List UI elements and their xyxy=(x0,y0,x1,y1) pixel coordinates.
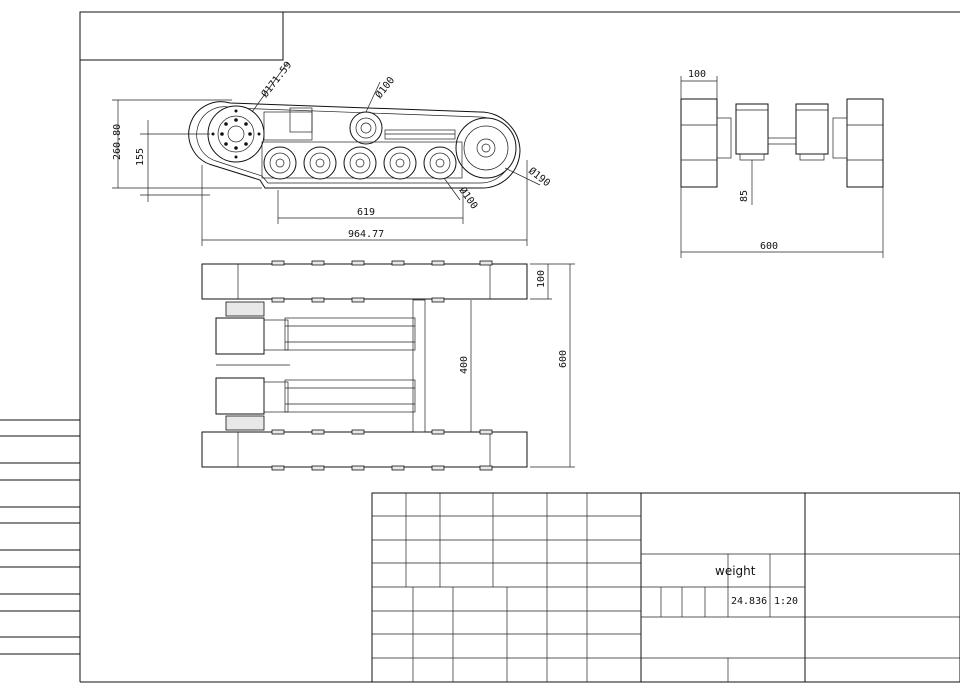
sprocket xyxy=(207,105,265,163)
sprocket-bolt-holes xyxy=(211,109,261,159)
track-plan-view xyxy=(201,260,575,471)
plan-roller-tabs xyxy=(271,260,493,471)
dim-height-total: 260.80 xyxy=(112,124,123,160)
weight-label: weight xyxy=(715,564,756,578)
dim-front-track-width: 100 xyxy=(688,69,706,80)
left-revision-table xyxy=(0,419,80,655)
dim-roller-diameter: Ø100 xyxy=(457,185,481,212)
dim-sprocket-diameter: Ø171.59 xyxy=(259,59,294,100)
weight-value: 24.836 xyxy=(731,596,767,607)
dim-ground-clearance: 85 xyxy=(739,190,750,202)
dim-carrier-diameter: Ø100 xyxy=(373,74,397,100)
road-wheels xyxy=(263,146,457,180)
dim-height-axle: 155 xyxy=(135,148,146,166)
track-side-elevation xyxy=(112,61,541,246)
dim-roller-span: 619 xyxy=(357,207,375,218)
dim-plan-inner-span: 400 xyxy=(459,356,470,374)
dim-plan-overall-width: 600 xyxy=(558,350,569,368)
dim-plan-track-width: 100 xyxy=(536,270,547,288)
title-block xyxy=(371,492,960,683)
dim-length-total: 964.77 xyxy=(348,229,384,240)
dim-idler-diameter: Ø190 xyxy=(526,165,552,189)
track-front-elevation xyxy=(680,76,884,258)
dim-front-overall-width: 600 xyxy=(760,241,778,252)
scale-value: 1:20 xyxy=(774,596,798,607)
